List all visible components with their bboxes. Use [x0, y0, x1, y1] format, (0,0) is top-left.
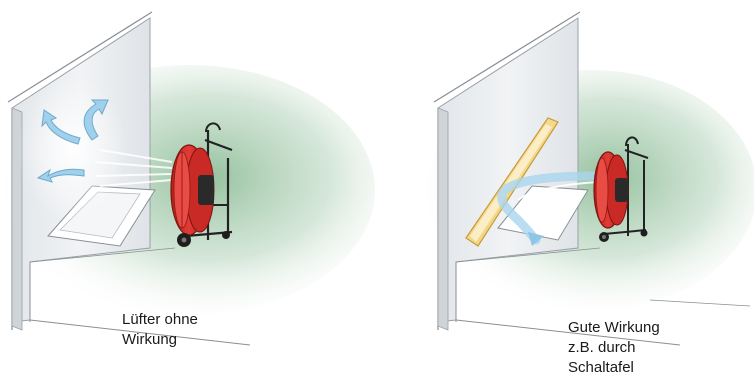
right-caption-line-2: z.B. durch — [568, 338, 660, 358]
right-caption-line-3: Schaltafel — [568, 358, 660, 376]
left-caption-line-2: Wirkung — [122, 330, 198, 350]
left-wall-mist — [17, 76, 127, 220]
left-floor-plane — [30, 248, 390, 330]
left-caption: Lüfter ohne Wirkung — [122, 310, 198, 350]
left-scene — [5, 12, 390, 345]
right-caption: Gute Wirkung z.B. durch Schaltafel — [568, 318, 660, 376]
left-caption-line-1: Lüfter ohne — [122, 310, 198, 330]
right-caption-line-1: Gute Wirkung — [568, 318, 660, 338]
right-scene — [427, 12, 754, 345]
